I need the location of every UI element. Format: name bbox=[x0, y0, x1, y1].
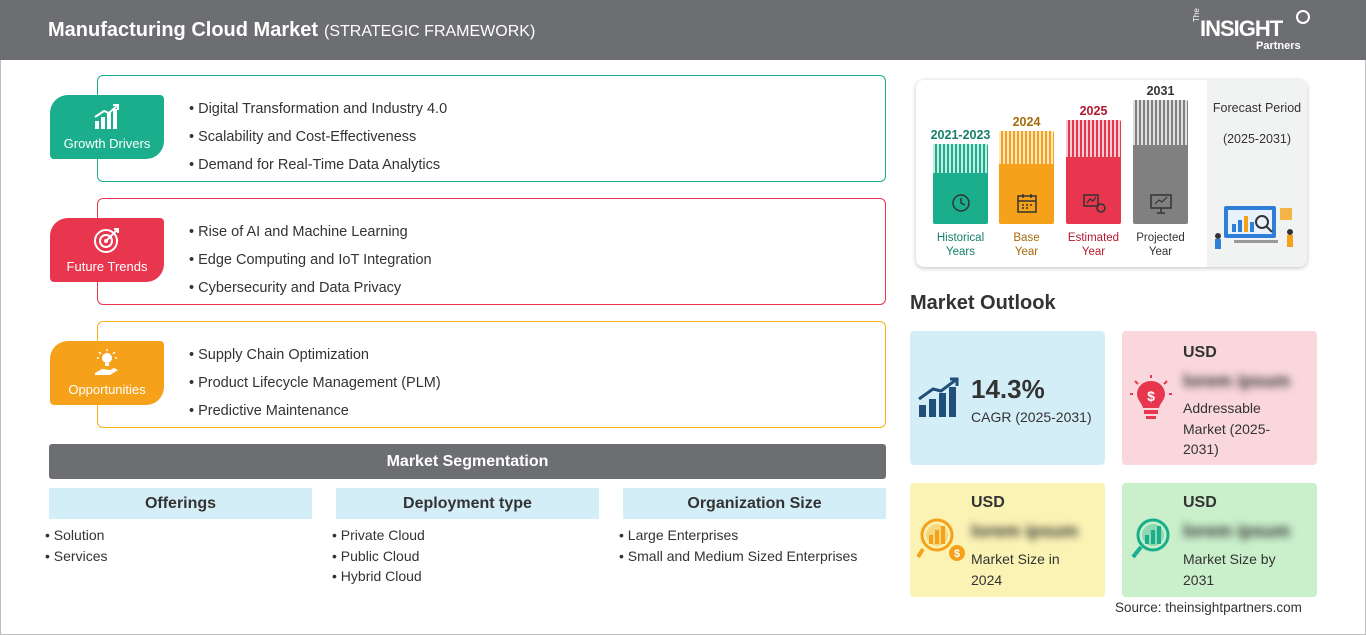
timeline-bar-hatch bbox=[1066, 120, 1121, 157]
timeline-bar-hatch bbox=[933, 144, 988, 173]
list-item: • Predictive Maintenance bbox=[189, 403, 349, 419]
cagr-value: 14.3% bbox=[971, 374, 1045, 404]
insight-partners-logo[interactable]: The INSIGHT Partners bbox=[1192, 8, 1312, 54]
opportunities-badge: Opportunities bbox=[50, 341, 164, 405]
addressable-market-value: lorem ipsum bbox=[1183, 371, 1291, 391]
future-trends-list: • Rise of AI and Machine Learning • Edge… bbox=[189, 218, 432, 302]
timeline-caption-line: Year bbox=[1014, 246, 1039, 258]
market-size-2031-card: USD lorem ipsum Market Size by 2031 bbox=[1122, 483, 1317, 597]
list-item: • Private Cloud bbox=[332, 527, 425, 543]
segment-header: Organization Size bbox=[623, 488, 886, 519]
segment-deployment-type: Deployment type • Private Cloud • Public… bbox=[332, 488, 599, 587]
list-item: • Cybersecurity and Data Privacy bbox=[189, 280, 402, 296]
timeline-bar-hatch bbox=[999, 131, 1054, 164]
market-size-2031-value: lorem ipsum bbox=[1183, 521, 1291, 541]
logo-partners: Partners bbox=[1256, 40, 1301, 52]
growth-drivers-badge: Growth Drivers bbox=[50, 95, 164, 159]
list-item: • Scalability and Cost-Effectiveness bbox=[189, 129, 417, 145]
estimate-icon bbox=[1082, 194, 1106, 213]
market-outlook-title: Market Outlook bbox=[910, 292, 1056, 314]
timeline-caption-line: Estimated bbox=[1067, 232, 1120, 244]
timeline-year-label: 2024 bbox=[1012, 115, 1041, 129]
calendar-icon bbox=[1016, 194, 1037, 213]
market-size-2031-label: Market Size by 2031 bbox=[1183, 551, 1276, 588]
future-trends-label: Future Trends bbox=[66, 259, 148, 274]
growth-drivers-box: • Digital Transformation and Industry 4.… bbox=[97, 75, 886, 182]
market-size-2024-value: lorem ipsum bbox=[971, 521, 1079, 541]
list-item: • Demand for Real-Time Data Analytics bbox=[189, 157, 441, 173]
timeline-bar-hatch bbox=[1133, 100, 1188, 145]
lightbulb-hand-icon bbox=[95, 349, 118, 375]
list-item: • Rise of AI and Machine Learning bbox=[189, 224, 408, 240]
list-item: • Services bbox=[45, 547, 108, 564]
logo-insight: INSIGHT bbox=[1200, 16, 1283, 41]
opportunities-box: • Supply Chain Optimization • Product Li… bbox=[97, 321, 886, 428]
future-trends-badge: Future Trends bbox=[50, 218, 164, 282]
addressable-market-label: Addressable Market (2025-2031) bbox=[1183, 400, 1271, 457]
timeline-year-label: 2025 bbox=[1079, 104, 1108, 118]
opportunities-label: Opportunities bbox=[68, 382, 146, 397]
list-item: • Solution bbox=[45, 527, 105, 543]
timeline-year-label: 2021-2023 bbox=[930, 128, 991, 142]
svg-text:$: $ bbox=[1147, 388, 1155, 404]
header-bar: Manufacturing Cloud Market(STRATEGIC FRA… bbox=[0, 0, 1366, 60]
source-citation: Source: theinsightpartners.com bbox=[1115, 600, 1302, 615]
timeline-caption-line: Base bbox=[1013, 232, 1040, 244]
list-item: • Edge Computing and IoT Integration bbox=[189, 252, 432, 268]
segment-offerings: Offerings • Solution • Services bbox=[45, 488, 312, 566]
timeline-caption-line: Historical bbox=[936, 232, 985, 244]
addressable-market-card: USD lorem ipsum Addressable Market (2025… bbox=[1122, 331, 1317, 465]
growth-drivers-label: Growth Drivers bbox=[63, 136, 151, 151]
timeline-caption-line: Years bbox=[946, 246, 975, 258]
forecast-period-label: Forecast Period bbox=[1212, 101, 1302, 115]
currency-label: USD bbox=[1183, 344, 1217, 361]
cagr-label: CAGR (2025-2031) bbox=[971, 409, 1092, 425]
list-item: • Product Lifecycle Management (PLM) bbox=[189, 375, 441, 391]
analytics-illustration-icon bbox=[1215, 206, 1293, 249]
market-segmentation-header: Market Segmentation bbox=[49, 444, 886, 479]
history-clock-icon bbox=[951, 194, 970, 212]
timeline-year-label: 2031 bbox=[1146, 84, 1175, 98]
magnifier-chart-icon: $ bbox=[917, 518, 965, 561]
segment-header: Deployment type bbox=[336, 488, 599, 519]
market-size-2024-card: USD lorem ipsum Market Size in 2024 $ bbox=[910, 483, 1105, 597]
forecast-period-range: (2025-2031) bbox=[1222, 132, 1292, 146]
segment-organization-size: Organization Size • Large Enterprises • … bbox=[619, 488, 886, 566]
timeline-caption-line: Projected bbox=[1136, 232, 1185, 244]
list-item: • Small and Medium Sized Enterprises bbox=[619, 547, 858, 564]
list-item: • Hybrid Cloud bbox=[332, 568, 422, 584]
list-item: • Public Cloud bbox=[332, 547, 420, 564]
bar-chart-growth-icon bbox=[94, 104, 119, 129]
svg-text:$: $ bbox=[954, 548, 960, 560]
timeline-caption-line: Year bbox=[1081, 246, 1106, 258]
segment-header: Offerings bbox=[49, 488, 312, 519]
currency-label: USD bbox=[971, 494, 1005, 511]
opportunities-list: • Supply Chain Optimization • Product Li… bbox=[189, 341, 441, 425]
list-item: • Digital Transformation and Industry 4.… bbox=[189, 101, 448, 117]
list-item: • Large Enterprises bbox=[619, 527, 739, 543]
presentation-icon bbox=[1149, 194, 1172, 214]
page-title: Manufacturing Cloud Market(STRATEGIC FRA… bbox=[48, 19, 536, 41]
timeline-caption-line: Year bbox=[1148, 246, 1173, 258]
future-trends-box: • Rise of AI and Machine Learning • Edge… bbox=[97, 198, 886, 305]
target-icon bbox=[94, 228, 119, 253]
currency-label: USD bbox=[1183, 494, 1217, 511]
market-size-2024-label: Market Size in 2024 bbox=[971, 551, 1060, 588]
lightbulb-dollar-icon: $ bbox=[1130, 375, 1172, 419]
page-subtitle: (STRATEGIC FRAMEWORK) bbox=[324, 23, 536, 40]
logo-bulb-icon bbox=[1296, 10, 1310, 24]
magnifier-chart-icon bbox=[1131, 518, 1170, 559]
cagr-card bbox=[910, 331, 1105, 465]
list-item: • Supply Chain Optimization bbox=[189, 347, 369, 363]
growth-drivers-list: • Digital Transformation and Industry 4.… bbox=[189, 95, 447, 179]
growth-chart-icon bbox=[918, 377, 959, 417]
